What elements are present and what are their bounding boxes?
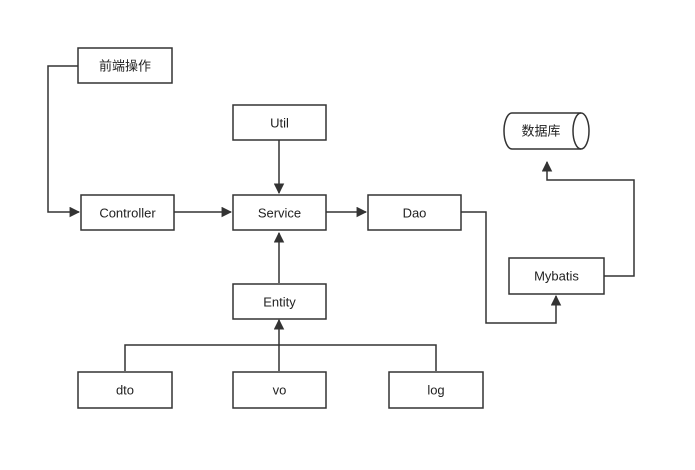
node-vo-label: vo	[273, 383, 287, 398]
node-dao-label: Dao	[403, 206, 427, 221]
node-database-label: 数据库	[521, 124, 560, 139]
node-dao: Dao	[367, 194, 462, 231]
edge-dto-vo-log-to-entity	[124, 344, 437, 371]
edge-mybatis-to-database	[541, 160, 635, 277]
node-util-label: Util	[270, 116, 289, 131]
edge-frontend-to-controller	[47, 65, 81, 218]
node-mybatis: Mybatis	[508, 257, 605, 295]
node-controller-label: Controller	[99, 206, 156, 221]
node-service: Service	[232, 194, 327, 231]
node-service-label: Service	[258, 206, 301, 221]
node-controller: Controller	[80, 194, 175, 231]
edge-dao-to-mybatis	[461, 211, 562, 324]
node-util: Util	[232, 104, 327, 141]
node-dto-label: dto	[116, 383, 134, 398]
node-entity: Entity	[232, 283, 327, 320]
node-frontend: 前端操作	[77, 47, 173, 84]
node-log-label: log	[427, 383, 444, 398]
node-dto: dto	[77, 371, 173, 409]
node-database: 数据库	[503, 112, 590, 150]
node-entity-label: Entity	[263, 295, 296, 310]
node-log: log	[388, 371, 484, 409]
node-mybatis-label: Mybatis	[534, 269, 579, 284]
database-cylinder-end	[572, 112, 582, 150]
node-frontend-label: 前端操作	[99, 59, 151, 74]
node-vo: vo	[232, 371, 327, 409]
